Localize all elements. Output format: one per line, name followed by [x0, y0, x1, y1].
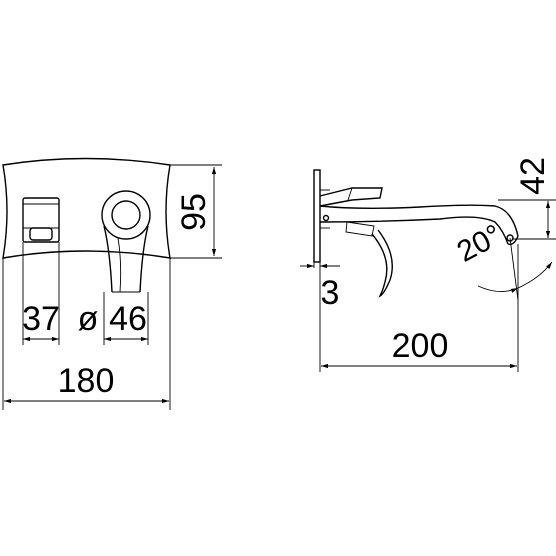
- lever-width-dimension-label: 37: [22, 300, 60, 338]
- spout-diameter-symbol: ø: [78, 300, 99, 338]
- side-spout: [319, 204, 519, 237]
- spout-height-dimension-label: 42: [514, 157, 552, 195]
- angle-arc: [477, 285, 519, 293]
- spout-front: [101, 190, 151, 293]
- height-dimension-label: 95: [175, 193, 213, 231]
- front-view: 95 37 ø 46 180: [2, 157, 222, 410]
- side-lever: [371, 229, 393, 298]
- spout-diameter-dimension-label: 46: [109, 300, 147, 338]
- side-view: 3 42 20° 200: [300, 157, 556, 372]
- side-wall-plate: [313, 169, 321, 263]
- lever-handle: [22, 197, 60, 243]
- side-body: [319, 187, 383, 207]
- width-dimension-label: 180: [58, 362, 115, 400]
- projection-dimension-label: 200: [392, 327, 449, 365]
- plate-thickness-dimension-label: 3: [321, 274, 340, 312]
